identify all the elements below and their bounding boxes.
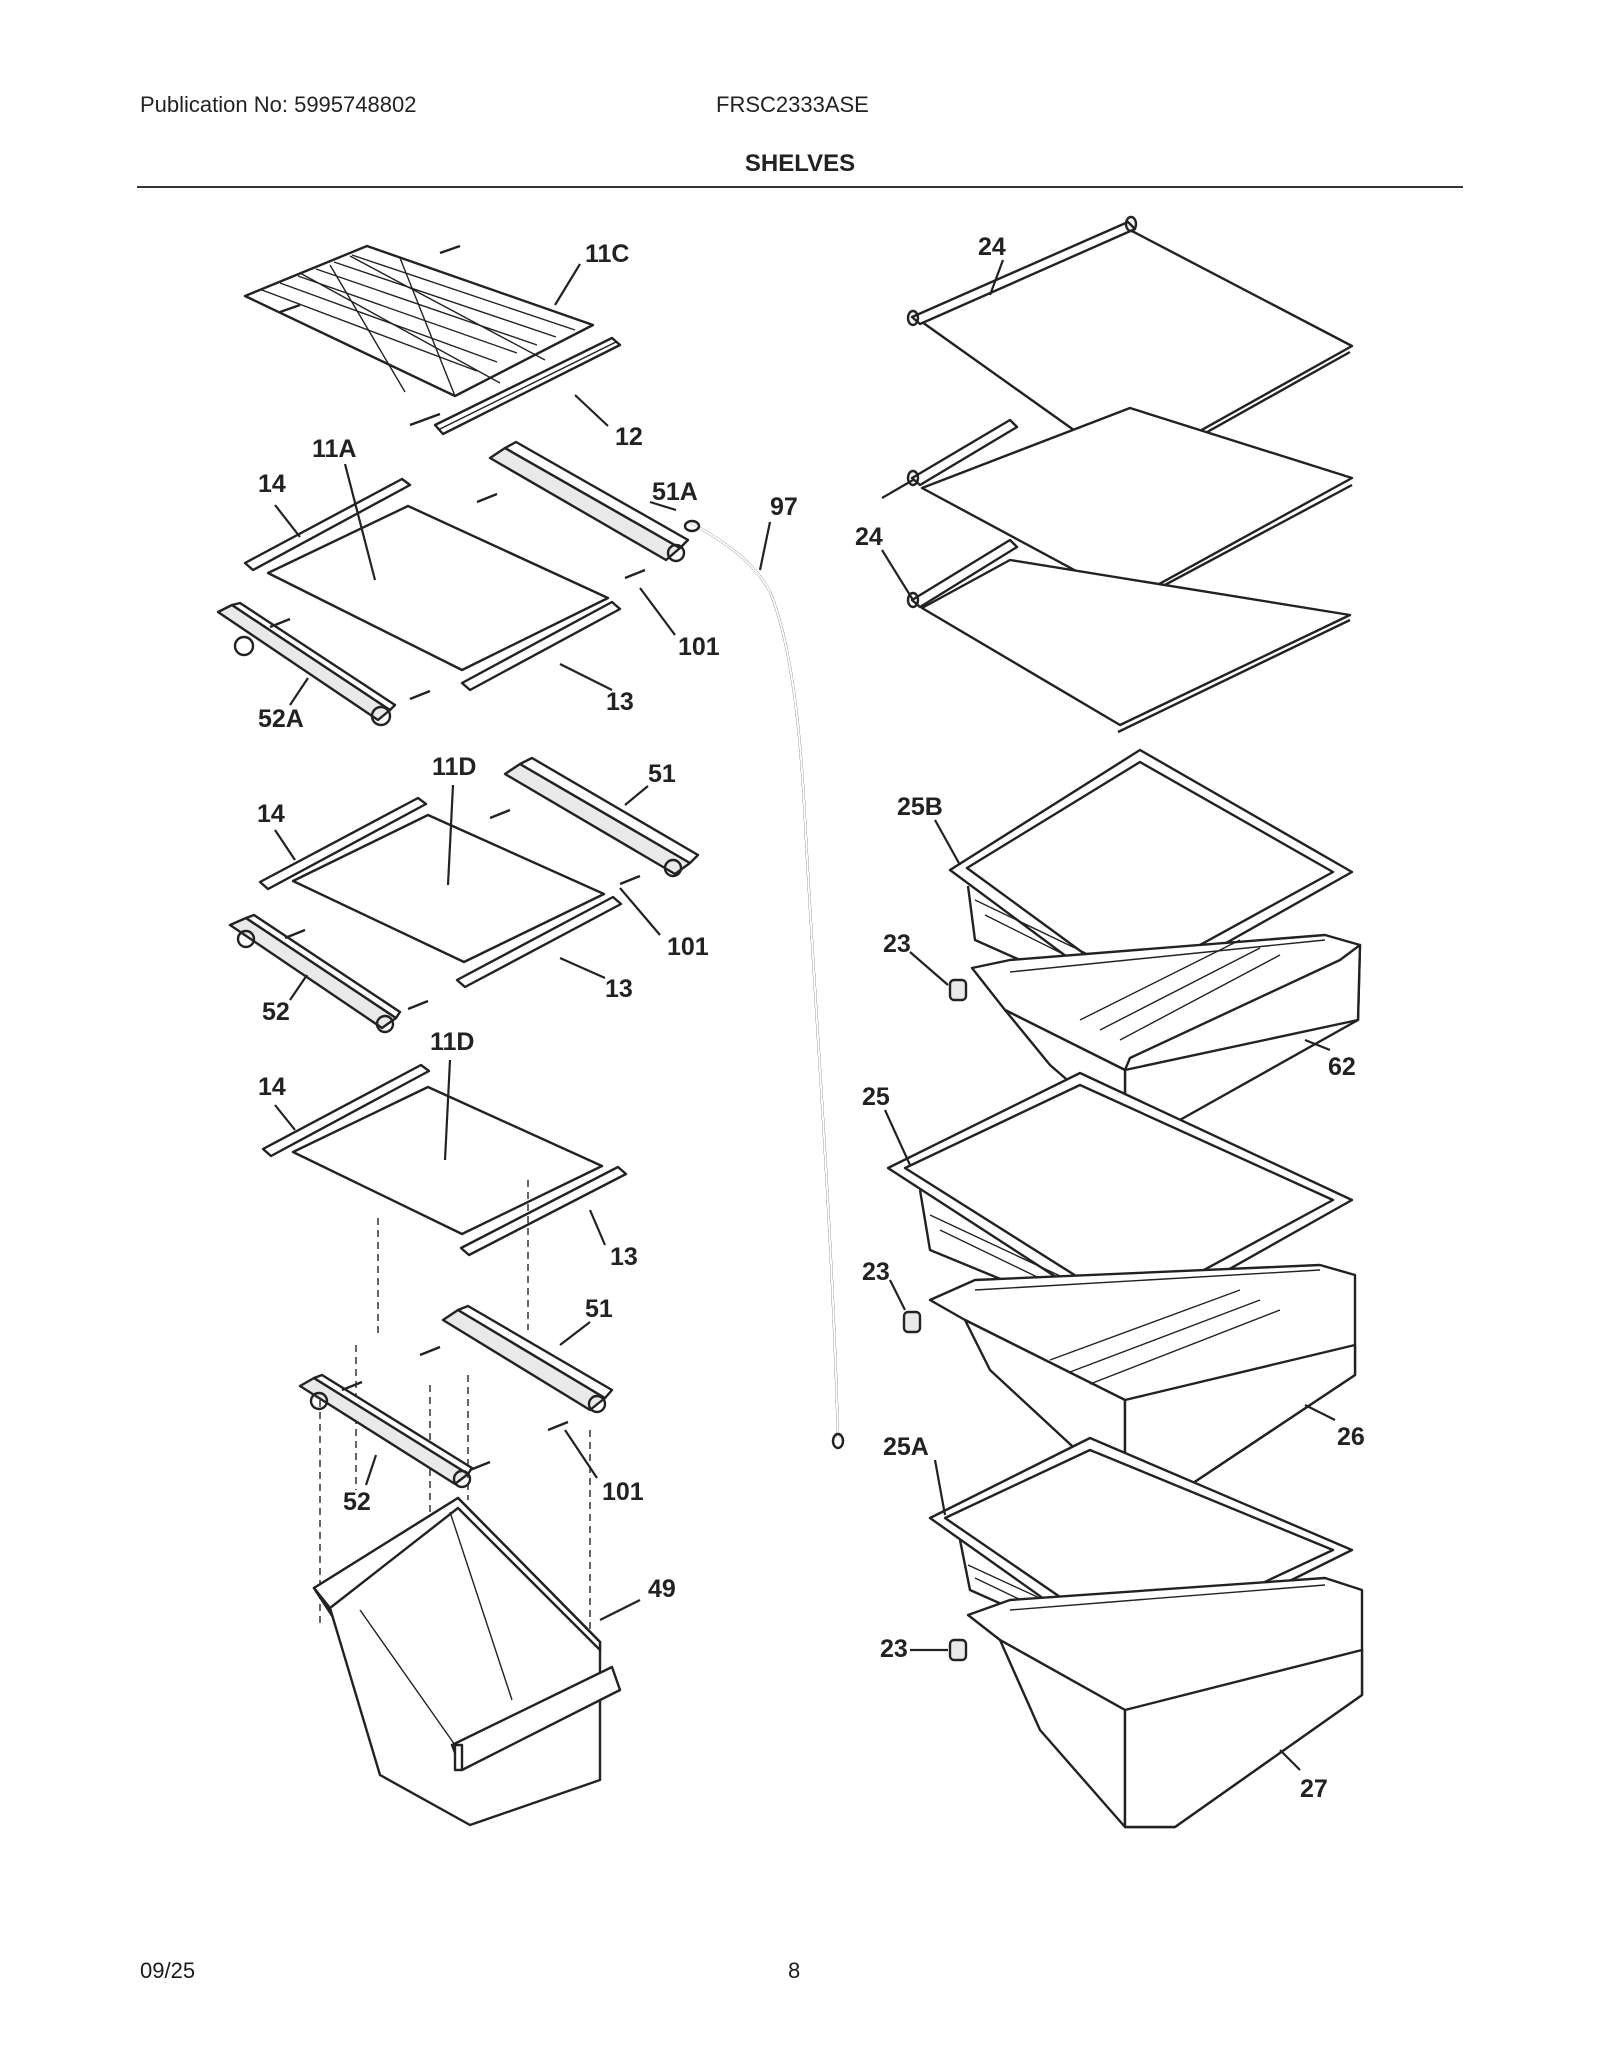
callout-23-lower: 23 — [880, 1635, 908, 1663]
callout-11A: 11A — [312, 435, 356, 463]
callout-13-lower: 13 — [610, 1243, 638, 1271]
glass-shelf-11D-upper — [258, 796, 623, 989]
callout-52A: 52A — [258, 705, 304, 733]
callout-labels: 11C 12 11A 14 51A 97 101 13 52A 11D 51 1… — [257, 233, 1365, 1803]
callout-14-upper: 14 — [258, 470, 286, 498]
callout-11C: 11C — [585, 240, 629, 268]
shelf-trim-12 — [433, 336, 622, 436]
callout-52-lower: 52 — [343, 1488, 371, 1516]
shelf-bracket-52-lower — [298, 1373, 474, 1489]
screws-101-row2 — [284, 808, 641, 1011]
callout-25A: 25A — [883, 1433, 929, 1461]
callout-25B: 25B — [897, 793, 943, 821]
callout-101-row1: 101 — [678, 633, 720, 661]
dairy-bin-49 — [312, 1496, 622, 1827]
callout-12: 12 — [615, 423, 643, 451]
callout-49: 49 — [648, 1575, 676, 1603]
callout-101-row3: 101 — [602, 1478, 644, 1506]
callout-51-upper: 51 — [648, 760, 676, 788]
section-title: SHELVES — [744, 150, 856, 177]
callout-23-upper: 23 — [883, 930, 911, 958]
callout-97: 97 — [770, 493, 798, 521]
callout-24-top: 24 — [978, 233, 1006, 261]
callout-52-upper: 52 — [262, 998, 290, 1026]
publication-number: Publication No: 5995748802 — [140, 92, 417, 117]
water-tube-97 — [683, 519, 845, 1450]
glass-shelf-24-top — [906, 215, 1354, 484]
wire-shelf-11C — [243, 244, 595, 427]
callout-51A: 51A — [652, 478, 698, 506]
glass-shelf-24-bottom — [906, 538, 1352, 734]
callout-26: 26 — [1337, 1423, 1365, 1451]
screws-101-row3 — [341, 1345, 569, 1472]
callout-14-lower: 14 — [258, 1073, 286, 1101]
callout-24-lower: 24 — [855, 523, 883, 551]
callout-11D-upper: 11D — [432, 753, 476, 781]
crisper-drawer-27 — [966, 1576, 1364, 1829]
shelf-bracket-51A — [488, 440, 690, 563]
drawer-clips-23 — [902, 978, 968, 1662]
shelf-bracket-51-lower — [441, 1304, 614, 1414]
callout-101-row2: 101 — [667, 933, 709, 961]
callout-27: 27 — [1300, 1775, 1328, 1803]
page-number: 8 — [788, 1958, 801, 1983]
callout-13-middle: 13 — [605, 975, 633, 1003]
callout-25: 25 — [862, 1083, 890, 1111]
callout-13-upper: 13 — [606, 688, 634, 716]
callout-62: 62 — [1328, 1053, 1356, 1081]
leader-lines — [274, 259, 1336, 1771]
shelf-bracket-52-upper — [228, 913, 402, 1034]
alignment-dashes — [319, 1180, 591, 1630]
callout-23-middle: 23 — [862, 1258, 890, 1286]
shelf-bracket-51-upper — [503, 756, 700, 878]
screws-101-row1 — [269, 492, 646, 701]
callout-51-lower: 51 — [585, 1295, 613, 1323]
callout-11D-lower: 11D — [430, 1028, 474, 1056]
header-rule — [137, 186, 1463, 188]
callout-14-middle: 14 — [257, 800, 285, 828]
footer-date: 09/25 — [140, 1958, 196, 1983]
glass-shelf-11D-lower — [261, 1063, 628, 1257]
model-number: FRSC2333ASE — [716, 92, 869, 117]
shelf-bracket-52A — [216, 601, 397, 727]
